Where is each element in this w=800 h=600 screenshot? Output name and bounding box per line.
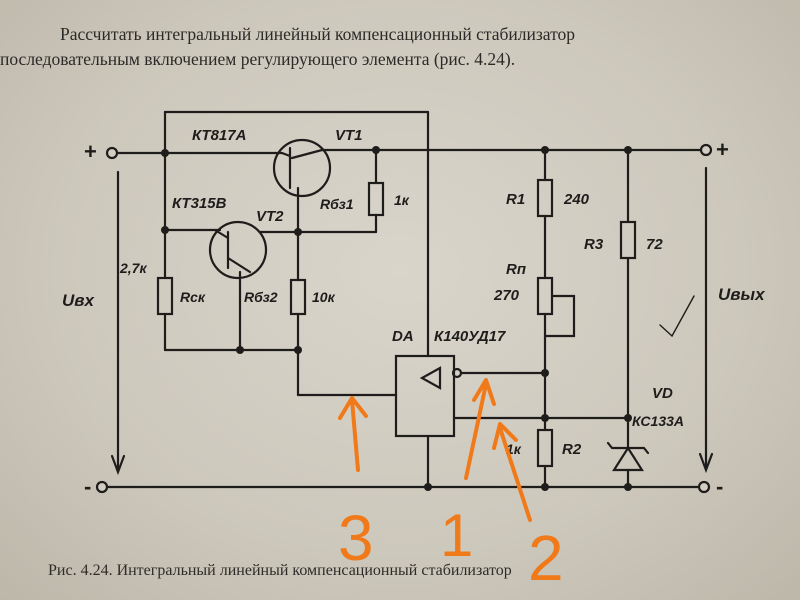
vt1-label: VT1 [335,127,363,144]
vt2-emitter [226,256,252,274]
output-minus-label: - [716,474,723,499]
task-heading: Рассчитать интегральный линейный компенс… [0,22,800,72]
vt1-transistor [272,138,332,198]
junction-dot [541,369,549,377]
input-plus-terminal [105,146,119,160]
zener-diode [611,445,645,472]
rck-value: 2,7к [119,260,147,276]
junction-dot [624,146,632,154]
rb1-resistor [367,181,385,217]
u-in-arrowhead [110,454,126,476]
rb1-value: 1к [394,192,410,208]
r1-value: 240 [563,191,590,208]
output-plus-terminal [699,143,713,157]
junction-dot [541,414,549,422]
annotation-arrow-2 [492,422,532,522]
pencil-check-mark [659,295,695,338]
annotation-arrow-3 [338,396,368,472]
da-label: DA [392,328,414,345]
heading-line-1: Рассчитать интегральный линейный компенс… [60,24,576,44]
rck-label: Rск [180,289,206,305]
junction-dot [161,149,169,157]
r3-label: R3 [584,236,604,253]
output-minus-terminal [697,480,711,494]
junction-dot [294,228,302,236]
r1-resistor [536,178,554,218]
junction-dot [372,146,380,154]
junction-dot [294,346,302,354]
u-out-label: Uвых [718,285,766,304]
rp-value: 270 [493,287,520,304]
annotation-arrow-1 [464,378,496,480]
figure-caption: Рис. 4.24. Интегральный линейный компенс… [48,562,512,579]
zener-bar [606,441,650,455]
junction-dot [541,483,549,491]
junction-dot [236,346,244,354]
annotation-number-1: 1 [440,502,473,569]
rb2-label: Rбз2 [244,289,278,305]
rb1-label: Rбз1 [320,196,354,212]
heading-line-2: последовательным включением регулирующег… [0,49,516,69]
rb2-value: 10к [312,289,336,305]
annotation-number-2: 2 [528,522,564,594]
junction-dot [624,414,632,422]
da-type-label: К140УД17 [434,328,506,345]
vt2-label: VT2 [256,208,284,225]
da-triangle-symbol [419,366,442,390]
output-plus-label: + [716,137,729,162]
u-out-arrowhead [698,452,714,474]
annotation-number-3: 3 [338,502,374,574]
r3-value: 72 [646,236,663,253]
da-op-amp-box [394,354,456,438]
junction-dot [161,226,169,234]
junction-dot [424,483,432,491]
u-in-label: Uвх [62,291,96,310]
rp-wiper [543,294,576,338]
r1-label: R1 [506,191,525,208]
input-plus-label: + [84,139,97,164]
input-minus-label: - [84,474,91,499]
rb2-resistor [289,278,307,316]
junction-dot [624,483,632,491]
vt1-emitter [290,148,324,160]
r2-resistor [536,428,554,468]
vd-label: VD [652,385,673,402]
vt2-transistor [208,220,268,280]
input-minus-terminal [95,480,109,494]
rck-resistor [156,276,174,316]
vt1-type-label: КТ817А [192,127,246,144]
vt1-collector [280,151,292,158]
junction-dot [541,146,549,154]
r3-resistor [619,220,637,260]
vt2-type-label: КТ315В [172,195,227,212]
vd-type-label: КС133А [632,413,684,429]
rp-resistor [536,276,554,316]
vt2-collector [213,228,230,240]
rp-label: Rп [506,261,526,278]
r2-label: R2 [562,441,582,458]
